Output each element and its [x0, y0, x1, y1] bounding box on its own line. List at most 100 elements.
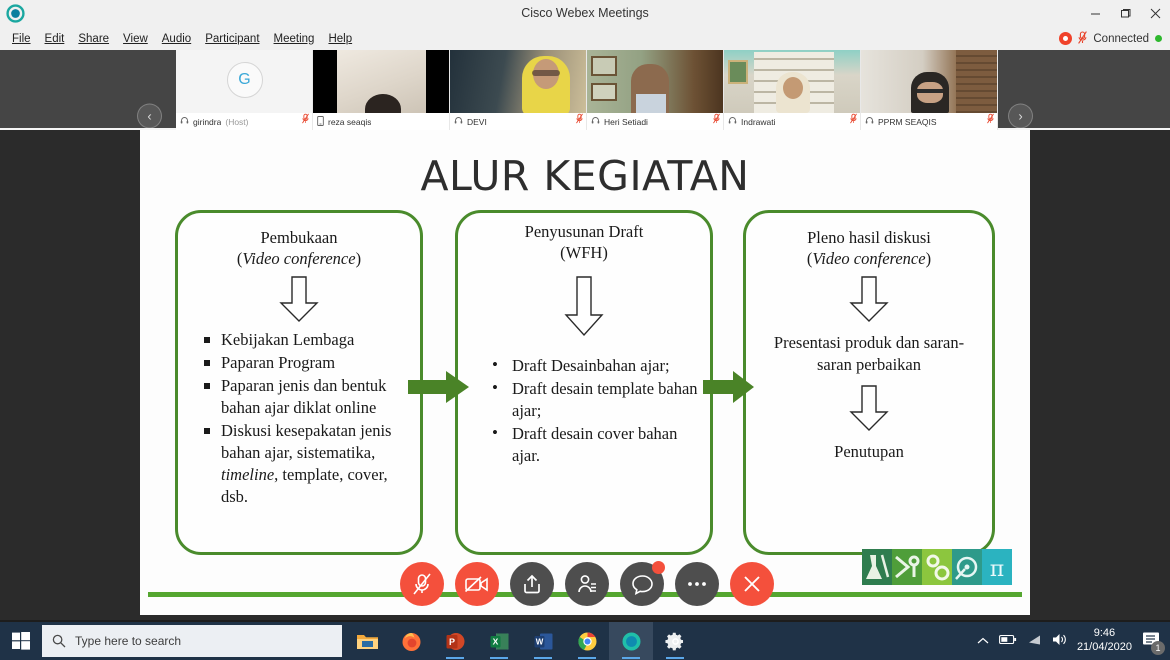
list-item: Draft desain template bahan ajar;: [492, 377, 706, 422]
taskbar-search-box[interactable]: Type here to search: [42, 625, 342, 657]
action-center-button[interactable]: 1: [1142, 631, 1165, 655]
taskbar-app-file-explorer[interactable]: [345, 622, 389, 660]
flow-box-1-bullets: Kebijakan Lembaga Paparan Program Papara…: [178, 329, 420, 508]
notification-count-badge: 1: [1151, 641, 1165, 655]
start-button[interactable]: [0, 622, 42, 660]
scroll-left-button[interactable]: ‹: [137, 103, 162, 129]
window-controls: [1080, 0, 1170, 27]
participants-button[interactable]: [565, 562, 609, 606]
menu-item-participant[interactable]: Participant: [198, 31, 266, 47]
chat-button[interactable]: [620, 561, 665, 606]
battery-icon[interactable]: [998, 634, 1017, 648]
menu-item-edit[interactable]: Edit: [38, 31, 72, 47]
clock-time: 9:46: [1093, 627, 1116, 640]
tile-label: girindra (Host): [176, 113, 312, 130]
connection-status-area: Connected: [1059, 27, 1162, 50]
tile-muted-icon: [713, 113, 720, 127]
flow-box-1-heading-line1: Pembukaan: [260, 228, 338, 247]
flow-box-2-bullets: Draft Desainbahan ajar; Draft desain tem…: [458, 354, 710, 467]
flow-box-3-heading: Pleno hasil diskusi (Video conference): [746, 227, 992, 269]
tile-video-area: [587, 50, 723, 113]
taskbar-app-excel[interactable]: X: [477, 622, 521, 660]
menu-label-meeting: Meeting: [273, 32, 315, 45]
taskbar-app-word[interactable]: W: [521, 622, 565, 660]
flow-box-3-body: Presentasi produk dan saran-saran perbai…: [773, 333, 965, 374]
maximize-button[interactable]: [1110, 0, 1140, 27]
scroll-right-button[interactable]: ›: [1008, 103, 1033, 129]
menu-item-share[interactable]: Share: [71, 31, 116, 47]
list-item: Diskusi kesepakatan jenis bahan ajar, si…: [204, 420, 416, 508]
webex-logo-icon: [6, 4, 25, 23]
menu-item-help[interactable]: Help: [321, 31, 359, 47]
slide-title: ALUR KEGIATAN: [420, 152, 750, 200]
list-item: Paparan Program: [204, 352, 416, 374]
menu-label-view: View: [123, 32, 148, 45]
tile-label: reza seaqis: [313, 113, 449, 130]
taskbar-clock[interactable]: 9:46 21/04/2020: [1077, 627, 1132, 655]
menu-label-file: File: [12, 32, 31, 45]
participant-tile[interactable]: DEVI: [450, 50, 587, 130]
leave-meeting-button[interactable]: [730, 562, 774, 606]
tile-host-tag: (Host): [225, 116, 249, 127]
close-button[interactable]: [1140, 0, 1170, 27]
paren-close: ): [355, 249, 362, 269]
tile-label: PPRM SEAQIS: [861, 113, 997, 130]
menu-item-audio[interactable]: Audio: [155, 31, 198, 47]
wifi-icon[interactable]: [1027, 634, 1042, 649]
stop-video-button[interactable]: [455, 562, 499, 606]
tile-participant-name: Heri Setiadi: [604, 116, 648, 127]
flow-box-3-heading-line1: Pleno hasil diskusi: [807, 228, 931, 247]
headset-icon: [180, 116, 189, 127]
minimize-button[interactable]: [1080, 0, 1110, 27]
ellipsis-icon: [688, 582, 706, 586]
webex-icon: [622, 632, 640, 650]
show-hidden-icons-button[interactable]: [977, 634, 989, 648]
taskbar-app-icons: P X W: [345, 622, 697, 660]
svg-text:P: P: [448, 637, 454, 647]
running-indicator: [446, 656, 464, 659]
flow-box-2-heading: Penyusunan Draft (WFH): [458, 221, 710, 263]
menu-item-file[interactable]: File: [5, 31, 38, 47]
microphone-muted-icon: [1078, 30, 1088, 47]
participant-tile[interactable]: Heri Setiadi: [587, 50, 724, 130]
more-options-button[interactable]: [675, 562, 719, 606]
flow-box-1-heading-italic: Video conference: [242, 249, 356, 269]
menu-item-view[interactable]: View: [116, 31, 155, 47]
windows-taskbar: Type here to search P: [0, 622, 1170, 660]
menu-label-participant: Participant: [205, 32, 260, 45]
participant-tile[interactable]: Indrawati: [724, 50, 861, 130]
svg-text:π: π: [990, 557, 1004, 582]
tile-label: DEVI: [450, 113, 586, 130]
mute-button[interactable]: [400, 562, 444, 606]
connector-arrow-2: [703, 369, 755, 410]
shared-slide: ALUR KEGIATAN Pembukaan (Video conferenc…: [140, 130, 1030, 615]
list-item: Paparan jenis dan bentuk bahan ajar dikl…: [204, 375, 416, 419]
participant-tile[interactable]: G girindra (Host): [176, 50, 313, 130]
share-button[interactable]: [510, 562, 554, 606]
tile-muted-icon: [987, 113, 994, 127]
volume-icon[interactable]: [1052, 633, 1067, 649]
taskbar-app-firefox[interactable]: [389, 622, 433, 660]
running-indicator: [534, 656, 552, 659]
chrome-icon: [577, 632, 596, 650]
logo-tile-beaker-icon: [862, 549, 892, 585]
paren-open: (: [806, 249, 813, 269]
menu-item-meeting[interactable]: Meeting: [267, 31, 322, 47]
recording-indicator-icon[interactable]: [1059, 32, 1073, 45]
flow-box-2-heading-line2: (WFH): [560, 243, 608, 263]
tile-video-area: [724, 50, 860, 113]
flow-box-3-heading-line2: (Video conference): [756, 248, 982, 269]
taskbar-app-chrome[interactable]: [565, 622, 609, 660]
taskbar-app-webex[interactable]: [609, 622, 653, 660]
logo-tile-gears-icon: [922, 549, 952, 585]
participant-tile[interactable]: reza seaqis: [313, 50, 450, 130]
tile-video-area: [861, 50, 997, 113]
flow-box-3-down-arrow-2: [746, 384, 992, 432]
taskbar-app-powerpoint[interactable]: P: [433, 622, 477, 660]
taskbar-app-settings[interactable]: [653, 622, 697, 660]
avatar: G: [226, 62, 263, 98]
flow-box-3-heading-italic: Video conference: [812, 249, 926, 269]
participant-tile[interactable]: PPRM SEAQIS: [861, 50, 998, 130]
window-title: Cisco Webex Meetings: [521, 6, 649, 20]
tile-participant-name: Indrawati: [741, 116, 776, 127]
